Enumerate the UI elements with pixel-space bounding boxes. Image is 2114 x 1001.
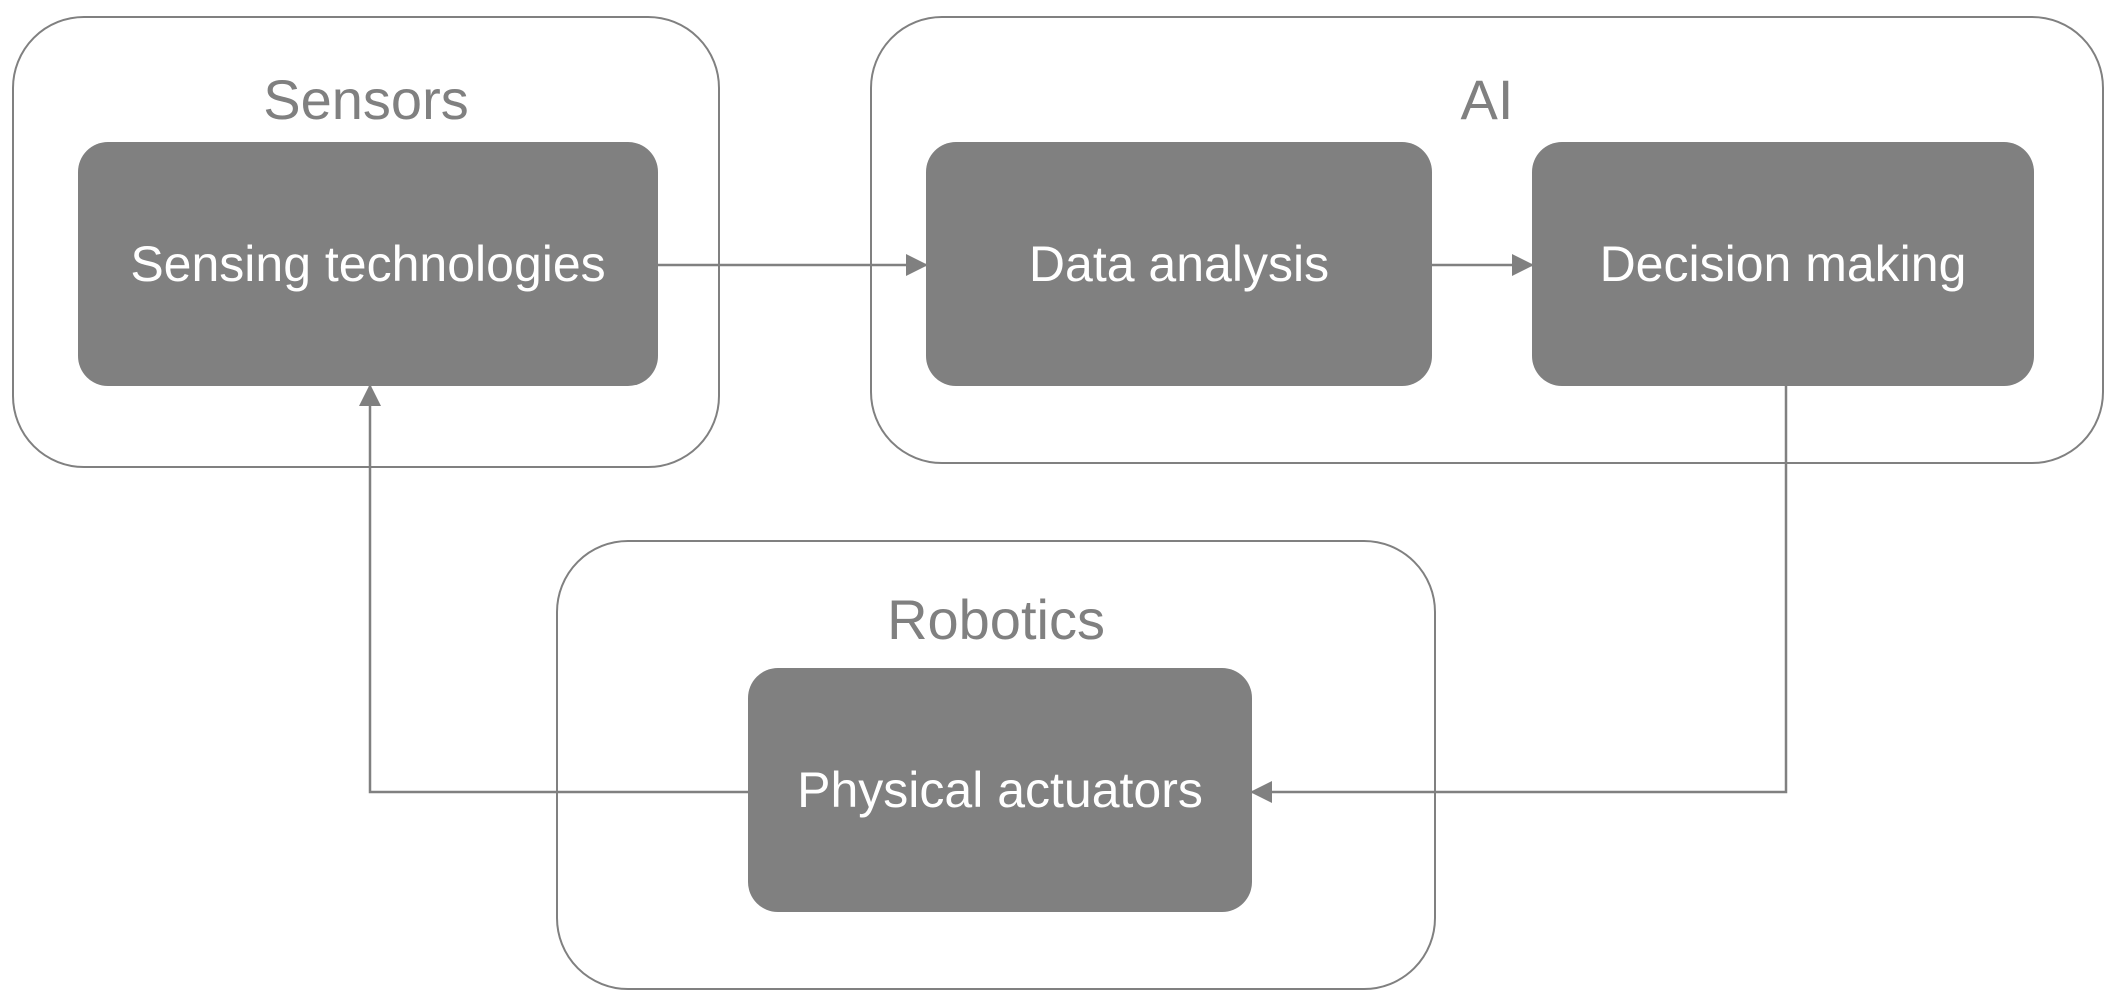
node-decision-making: Decision making bbox=[1532, 142, 2034, 386]
node-label-decision-making: Decision making bbox=[1599, 235, 1967, 292]
node-label-physical-actuators: Physical actuators bbox=[797, 761, 1203, 818]
node-label-sensing-technologies: Sensing technologies bbox=[130, 235, 606, 292]
group-label-sensors: Sensors bbox=[263, 68, 469, 131]
node-data-analysis: Data analysis bbox=[926, 142, 1432, 386]
group-label-ai: AI bbox=[1460, 68, 1514, 131]
group-label-robotics: Robotics bbox=[887, 588, 1105, 651]
group-sensors: Sensors bbox=[12, 16, 720, 468]
node-sensing-technologies: Sensing technologies bbox=[78, 142, 658, 386]
node-label-data-analysis: Data analysis bbox=[1028, 235, 1330, 292]
node-physical-actuators: Physical actuators bbox=[748, 668, 1252, 912]
